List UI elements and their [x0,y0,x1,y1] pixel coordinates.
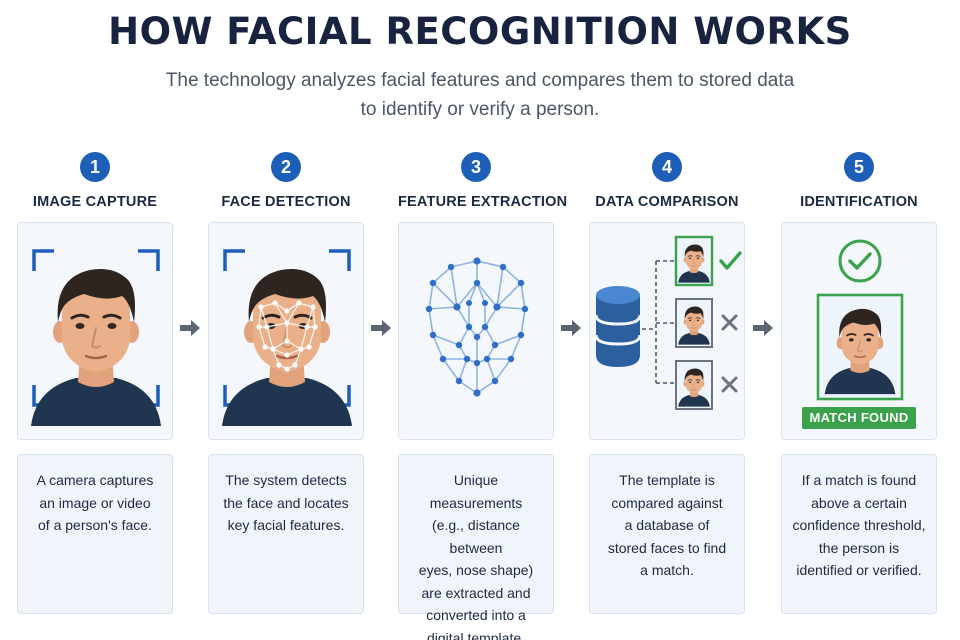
arrow-right-icon [180,320,200,336]
desc-line: digital template. [426,629,526,640]
subtitle-line-1: The technology analyzes facial features … [165,70,795,91]
desc-line: (e.g., distance between [432,517,520,556]
step-illustration-panel: MATCH FOUND [781,222,937,440]
step-label: FEATURE EXTRACTION [398,194,568,210]
step-number-badge: 1 [80,152,110,182]
desc-line: converted into a [426,607,526,623]
step-label: IDENTIFICATION [800,194,918,210]
desc-line: compared against [611,494,723,511]
face-mesh-icon [425,257,529,397]
desc-line: an image or video [39,494,151,511]
step-label: DATA COMPARISON [595,194,739,210]
step-face-detection: 2 FACE DETECTION [208,152,364,614]
desc-line: Unique measurements [429,472,523,511]
arrow-right-icon [561,320,581,336]
desc-line: above a certain [811,494,907,511]
desc-line: The template is [619,472,715,488]
desc-line: The system detects [225,472,347,488]
step-description: Unique measurements (e.g., distance betw… [398,454,554,640]
arrow-right-icon [371,320,391,336]
step-label: FACE DETECTION [221,194,351,210]
step-description: A camera captures an image or video of a… [17,454,173,614]
match-found-badge: MATCH FOUND [802,407,916,429]
step-illustration-panel [589,222,745,440]
desc-line: confidence threshold, [792,517,926,533]
desc-line: eyes, nose shape) [418,562,534,578]
page-title: HOW FACIAL RECOGNITION WORKS [108,10,852,53]
step-label: IMAGE CAPTURE [32,194,158,210]
step-illustration-panel [398,222,554,440]
step-number-badge: 2 [271,152,301,182]
step-description: If a match is found above a certain conf… [781,454,937,614]
desc-line: the person is [818,539,900,556]
step-number-badge: 5 [844,152,874,182]
check-icon [719,251,742,270]
database-icon [594,286,642,367]
step-illustration-panel [17,222,173,440]
step-number-badge: 3 [461,152,491,182]
face-portrait-icon [29,267,163,428]
page-subtitle: The technology analyzes facial features … [140,66,820,124]
step-feature-extraction: 3 FEATURE EXTRACTION [398,152,568,640]
desc-line: a database of [624,517,710,533]
desc-line: of a person's face. [38,517,152,533]
step-identification: 5 IDENTIFICATION MATCH FOUND If a match … [781,152,937,614]
cross-icon [721,314,738,331]
subtitle-line-2: to identify or verify a person. [360,99,600,120]
step-image-capture: 1 IMAGE CAPTURE A camera captures an ima… [17,152,173,614]
step-description: The template is compared against a datab… [589,454,745,614]
desc-line: are extracted and [421,584,531,601]
check-icon [838,239,882,283]
desc-line: identified or verified. [796,562,922,578]
desc-line: key facial features. [227,517,345,533]
cross-icon [721,376,738,393]
camera-frame-icon [223,249,351,407]
desc-line: the face and locates [223,494,349,511]
step-number-badge: 4 [652,152,682,182]
desc-line: If a match is found [801,472,917,488]
desc-line: stored faces to find [607,539,727,556]
step-data-comparison: 4 DATA COMPARISON [589,152,745,614]
desc-line: A camera captures [36,472,154,488]
face-portrait-icon [220,267,354,428]
step-illustration-panel [208,222,364,440]
arrow-right-icon [753,320,773,336]
desc-line: a match. [640,562,694,578]
step-description: The system detects the face and locates … [208,454,364,614]
